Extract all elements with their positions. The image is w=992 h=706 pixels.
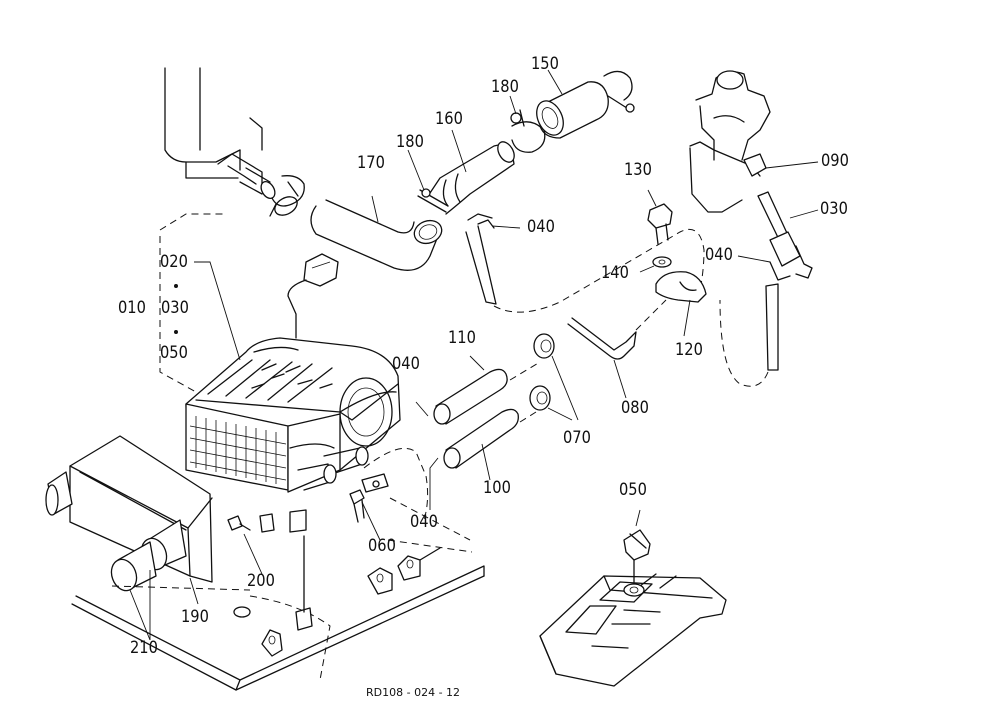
rod-080 (567, 299, 667, 399)
label-part-180: 180 (396, 132, 424, 152)
label-part-040-upper: 040 (527, 217, 555, 237)
label-part-120: 120 (675, 340, 703, 360)
label-part-100: 100 (483, 478, 511, 498)
label-part-150: 150 (531, 54, 559, 74)
label-part-060: 060 (368, 536, 396, 556)
pipe-100 (443, 408, 537, 481)
label-part-160: 160 (435, 109, 463, 129)
group-bracket-010 (159, 213, 241, 393)
return-hose (465, 213, 705, 313)
engine-outlet-pipe (239, 167, 305, 217)
pipe-110 (433, 355, 541, 425)
bracket-120 (655, 271, 707, 337)
label-part-040-valve: 040 (705, 245, 733, 265)
label-part-040-pipe: 040 (392, 354, 420, 374)
label-part-050-knob: 050 (619, 480, 647, 500)
filter-box (45, 435, 263, 641)
label-part-170: 170 (357, 153, 385, 173)
hose-170 (310, 195, 443, 271)
label-part-070: 070 (563, 428, 591, 448)
group-bullet (174, 330, 178, 334)
label-part-190: 190 (181, 607, 209, 627)
hose-150 (509, 69, 635, 153)
label-part-090: 090 (821, 151, 849, 171)
label-part-020: 020 (160, 252, 188, 272)
label-part-030-group: 030 (161, 298, 189, 318)
label-part-200: 200 (247, 571, 275, 591)
label-part-140: 140 (601, 263, 629, 283)
floor-plate (71, 497, 485, 691)
heater-unit (185, 337, 429, 541)
engine-block (164, 67, 263, 189)
label-part-080: 080 (621, 398, 649, 418)
label-part-180-top: 180 (491, 77, 519, 97)
label-part-210: 210 (130, 638, 158, 658)
control-console (539, 509, 727, 687)
water-valve (689, 70, 819, 387)
grommets-070 (529, 333, 579, 421)
bolt-130 (639, 189, 673, 273)
label-part-130: 130 (624, 160, 652, 180)
wire-connector (287, 253, 339, 339)
group-bullet (174, 284, 178, 288)
drawing-reference-number: RD108 - 024 - 12 (366, 686, 461, 699)
label-part-110: 110 (448, 328, 476, 348)
label-part-030-valve: 030 (820, 199, 848, 219)
label-part-010: 010 (118, 298, 146, 318)
elbow-160 (407, 129, 515, 215)
leader-lines (415, 401, 439, 510)
label-part-050-group: 050 (160, 343, 188, 363)
label-part-040-lower: 040 (410, 512, 438, 532)
